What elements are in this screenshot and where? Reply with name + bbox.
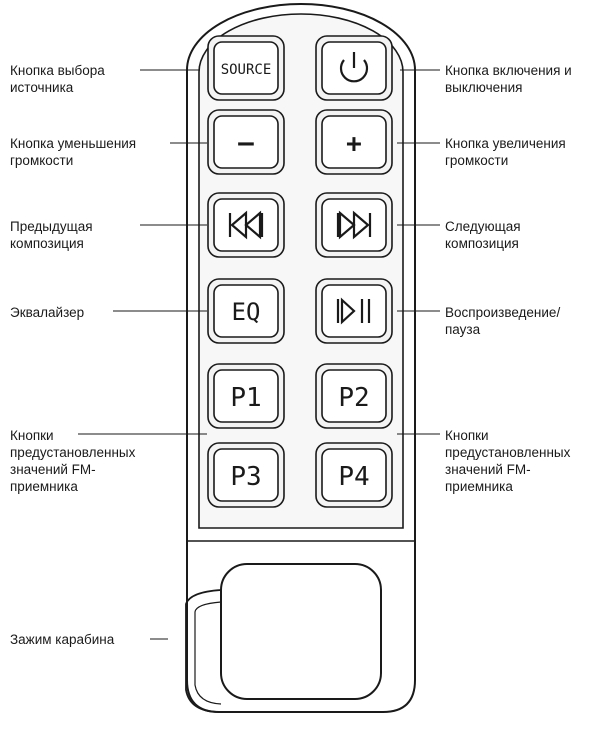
play-pause-icon (336, 297, 371, 325)
label-carabiner-clip: Зажим карабина (10, 632, 115, 647)
preset-p2-button[interactable]: P2 (315, 363, 393, 429)
volume-down-label: – (238, 128, 254, 158)
label-equalizer-button: Эквалайзер (10, 305, 85, 320)
next-track-icon (336, 210, 372, 240)
preset-p3-button[interactable]: P3 (207, 442, 285, 508)
preset-p1-label: P1 (230, 383, 261, 413)
preset-p2-label: P2 (338, 383, 369, 413)
power-button[interactable] (315, 35, 393, 101)
volume-up-label: + (346, 129, 362, 159)
label-power-button: Кнопка включения и выключения (445, 63, 572, 95)
power-icon (339, 52, 369, 83)
play-pause-button[interactable] (315, 278, 393, 344)
source-button[interactable]: SOURCE (207, 35, 285, 101)
previous-track-button[interactable] (207, 192, 285, 258)
previous-track-icon (228, 210, 264, 240)
preset-p4-button[interactable]: P4 (315, 442, 393, 508)
volume-up-button[interactable]: + (315, 109, 393, 175)
preset-p1-button[interactable]: P1 (207, 363, 285, 429)
label-source-button: Кнопка выбора источника (10, 63, 105, 95)
preset-p3-label: P3 (230, 462, 261, 492)
next-track-button[interactable] (315, 192, 393, 258)
equalizer-button[interactable]: EQ (207, 278, 285, 344)
label-play-pause-button: Воспроизведение/ пауза (445, 305, 561, 337)
volume-down-button[interactable]: – (207, 109, 285, 175)
preset-p4-label: P4 (338, 462, 369, 492)
label-preset-buttons-right: Кнопки предустановленных значений FM- пр… (445, 428, 571, 494)
carabiner-clip-opening (220, 563, 382, 700)
label-previous-track-button: Предыдущая композиция (10, 219, 93, 251)
label-volume-up-button: Кнопка увеличения громкости (445, 136, 566, 168)
carabiner-clip-gate-inner (194, 601, 222, 705)
source-button-label: SOURCE (221, 62, 272, 78)
label-volume-down-button: Кнопка уменьшения громкости (10, 136, 137, 168)
carabiner-clip-gate (185, 589, 222, 713)
equalizer-label: EQ (232, 298, 261, 326)
label-next-track-button: Следующая композиция (445, 219, 521, 251)
label-preset-buttons-left: Кнопки предустановленных значений FM- пр… (10, 428, 136, 494)
